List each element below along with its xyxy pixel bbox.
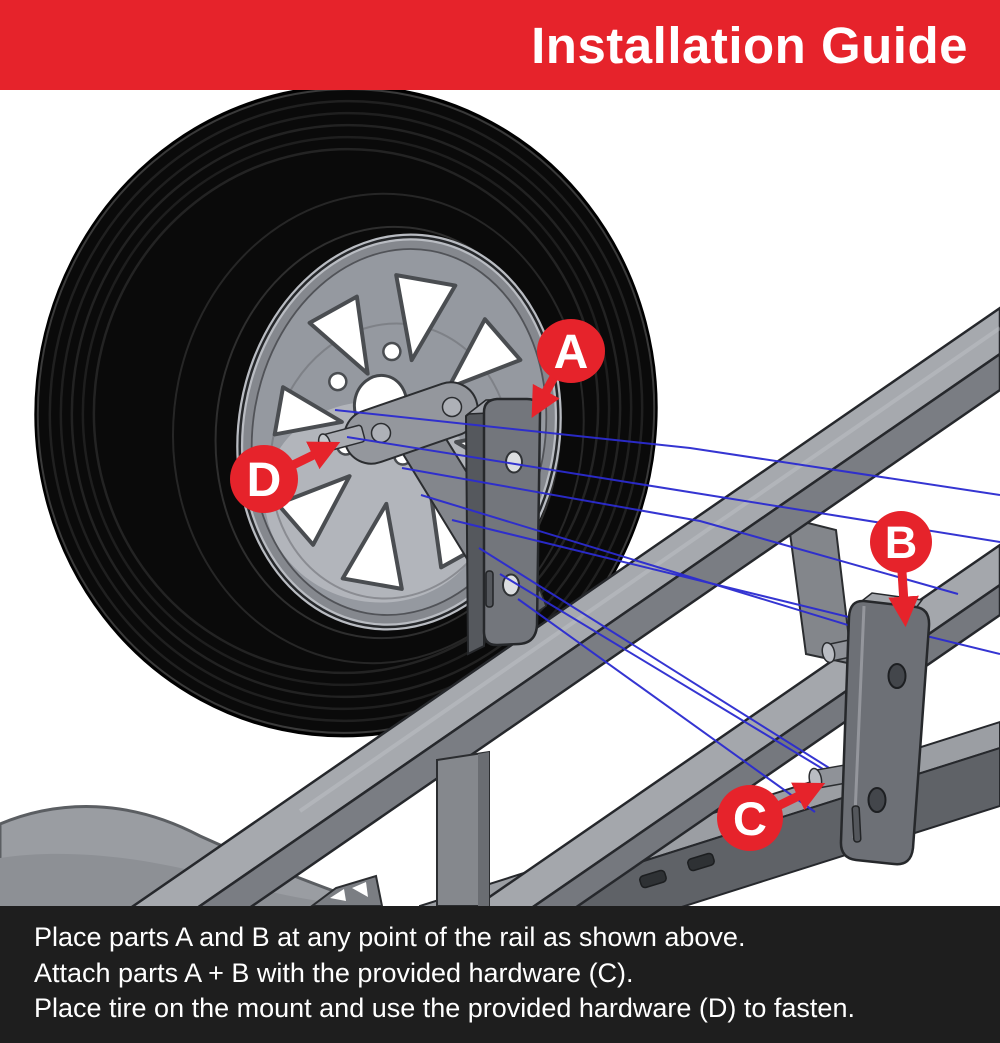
bracket-a-slot (485, 570, 494, 608)
trailer-rail-main (131, 306, 1000, 906)
instruction-line-2: Attach parts A + B with the provided har… (34, 957, 634, 988)
bracket-b-plate (839, 599, 931, 866)
callout-c-arrow (776, 782, 826, 811)
callout-b-letter: B (885, 517, 918, 568)
callout-b-badge (870, 511, 932, 573)
link-plate-bolt-rear (441, 396, 463, 418)
link-plate-bolt-front (370, 422, 392, 444)
callout-a-badge (537, 319, 605, 383)
callout-d-arrow (291, 441, 341, 470)
callout-d-letter: D (247, 454, 282, 507)
callout-c-badge (717, 785, 783, 851)
bracket-b-hole-lower (867, 787, 887, 813)
callout-b-arrow (888, 571, 919, 628)
frame-gusset (310, 874, 384, 906)
bracket-b-slot (851, 805, 862, 843)
instruction-line-1: Place parts A and B at any point of the … (34, 922, 746, 952)
bracket-b-hole-upper (887, 663, 907, 689)
instructions-panel: Place parts A and B at any point of the … (0, 906, 1000, 1043)
header-banner: Installation Guide (0, 0, 1000, 90)
callout-a-letter: A (554, 326, 589, 379)
callout-a-arrow (531, 374, 560, 419)
page-title: Installation Guide (531, 16, 968, 74)
rail-post-left (436, 750, 490, 906)
instruction-line-3: Place tire on the mount and use the prov… (34, 993, 855, 1023)
callout-d-badge (230, 445, 298, 513)
callouts: A B C D (230, 319, 932, 851)
callout-c-letter: C (733, 792, 767, 845)
